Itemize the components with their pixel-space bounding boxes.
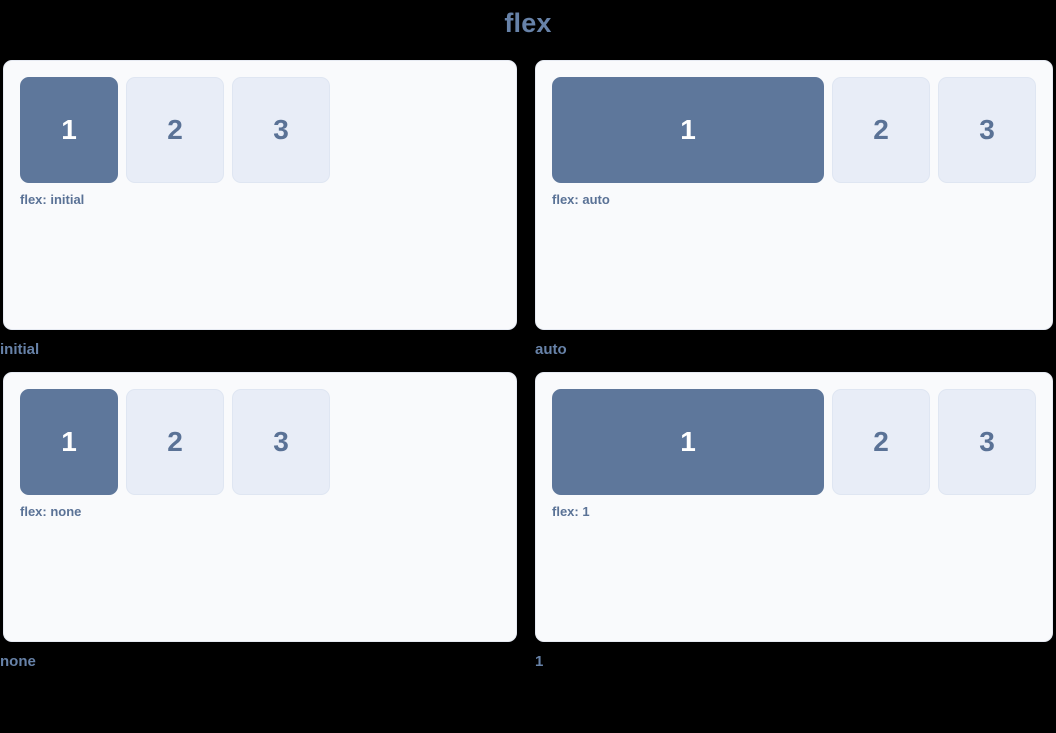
demo-cell-initial: 1 2 3 flex: initial initial	[0, 48, 535, 360]
flex-item-2[interactable]: 2	[126, 77, 224, 183]
demo-cell-auto: 1 2 3 flex: auto auto	[535, 48, 1056, 360]
flex-property-label: flex: 1	[552, 504, 590, 519]
demo-cell-one: 1 2 3 flex: 1 1	[535, 360, 1056, 672]
flex-item-number: 1	[680, 426, 696, 457]
flex-item-number: 3	[273, 114, 289, 145]
demo-caption: initial	[0, 341, 40, 358]
flex-container-none: 1 2 3	[20, 389, 500, 495]
flex-item-number: 3	[979, 426, 995, 457]
flex-container-initial: 1 2 3	[20, 77, 500, 183]
flex-property-label: flex: initial	[20, 192, 85, 207]
demo-caption: 1	[535, 653, 544, 670]
flex-item-number: 2	[873, 114, 889, 145]
demo-cell-none: 1 2 3 flex: none none	[0, 360, 535, 672]
flex-item-2[interactable]: 2	[126, 389, 224, 495]
flex-item-1[interactable]: 1	[20, 389, 118, 495]
flex-item-1[interactable]: 1	[20, 77, 118, 183]
demo-caption: none	[0, 653, 36, 670]
flex-item-number: 2	[873, 426, 889, 457]
demo-panel-initial: 1 2 3 flex: initial	[3, 60, 517, 330]
flex-item-number: 1	[680, 114, 696, 145]
flex-item-2[interactable]: 2	[832, 77, 930, 183]
flex-item-3[interactable]: 3	[938, 77, 1036, 183]
flex-property-label: flex: none	[20, 504, 82, 519]
demo-caption: auto	[535, 341, 567, 358]
flex-demo-grid: 1 2 3 flex: initial initial 1 2	[0, 48, 1056, 672]
flex-item-3[interactable]: 3	[938, 389, 1036, 495]
flex-item-3[interactable]: 3	[232, 77, 330, 183]
flex-item-1[interactable]: 1	[552, 77, 824, 183]
flex-property-label: flex: auto	[552, 192, 610, 207]
demo-panel-auto: 1 2 3 flex: auto	[535, 60, 1053, 330]
demo-panel-none: 1 2 3 flex: none	[3, 372, 517, 642]
flex-container-auto: 1 2 3	[552, 77, 1036, 183]
demo-panel-one: 1 2 3 flex: 1	[535, 372, 1053, 642]
flex-item-1[interactable]: 1	[552, 389, 824, 495]
page-title: flex	[504, 8, 552, 38]
flex-item-number: 2	[167, 114, 183, 145]
flex-item-number: 2	[167, 426, 183, 457]
flex-container-one: 1 2 3	[552, 389, 1036, 495]
flex-item-3[interactable]: 3	[232, 389, 330, 495]
flex-item-number: 3	[273, 426, 289, 457]
flex-item-number: 3	[979, 114, 995, 145]
flex-item-2[interactable]: 2	[832, 389, 930, 495]
flex-item-number: 1	[61, 114, 77, 145]
flex-item-number: 1	[61, 426, 77, 457]
